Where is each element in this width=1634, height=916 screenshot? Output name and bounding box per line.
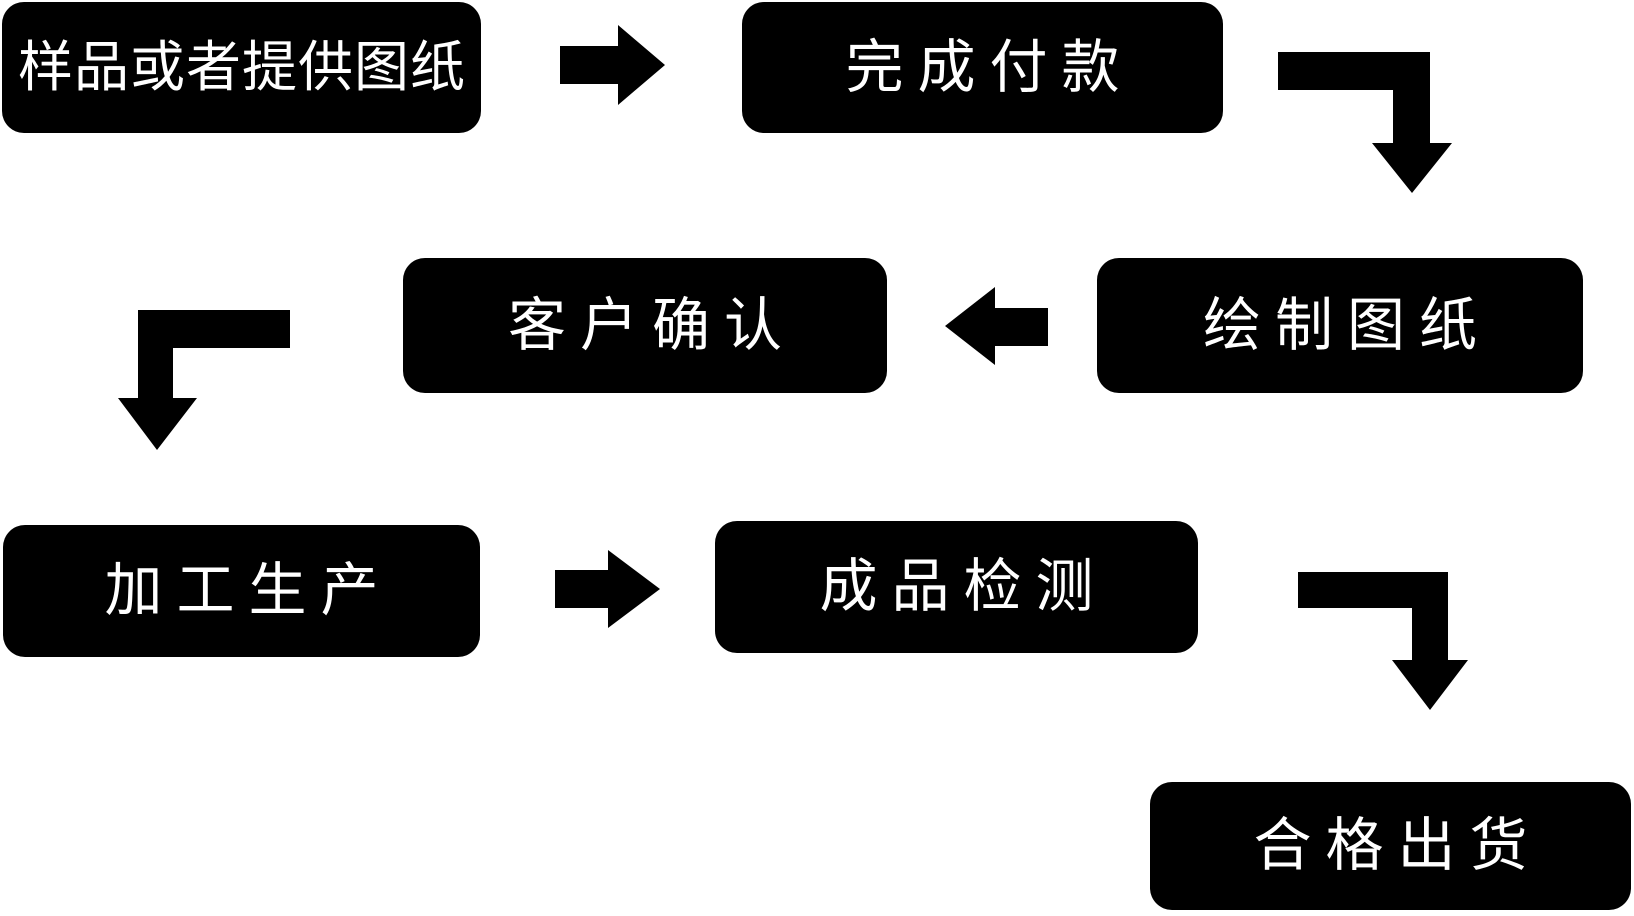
flow-node-finished-product-inspection: 成品检测 <box>715 521 1198 653</box>
arrow-elbow-down-right-icon <box>1278 52 1452 193</box>
flow-node-sample-or-drawings: 样品或者提供图纸 <box>2 2 481 133</box>
flow-node-draw-drawings: 绘制图纸 <box>1097 258 1583 393</box>
flow-node-label: 绘制图纸 <box>1202 292 1491 358</box>
flow-node-complete-payment: 完成付款 <box>742 2 1223 133</box>
flow-node-processing-production: 加工生产 <box>3 525 480 657</box>
flow-node-qualified-shipment: 合格出货 <box>1150 782 1631 910</box>
arrow-right-icon <box>560 25 665 105</box>
flow-node-label: 成品检测 <box>819 554 1108 619</box>
arrow-left-icon <box>945 287 1048 365</box>
flow-node-label: 完成付款 <box>845 34 1134 100</box>
arrow-right-icon <box>555 550 660 628</box>
flow-node-label: 客户确认 <box>507 292 796 358</box>
flow-node-label: 加工生产 <box>104 558 393 623</box>
flow-node-label: 样品或者提供图纸 <box>17 36 466 98</box>
arrow-elbow-down-left-icon <box>118 310 290 450</box>
arrow-elbow-down-right-icon <box>1298 572 1468 710</box>
flow-node-customer-confirmation: 客户确认 <box>403 258 887 393</box>
flow-node-label: 合格出货 <box>1253 813 1542 878</box>
